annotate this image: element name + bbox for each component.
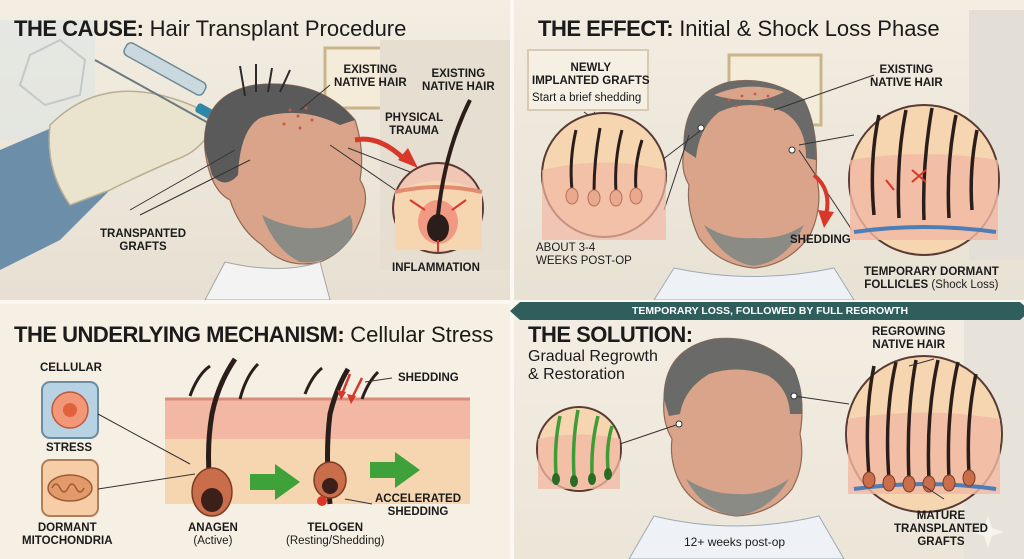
banner-temporary-loss: TEMPORARY LOSS, FOLLOWED BY FULL REGROWT…: [510, 302, 1024, 320]
panel-solution-title: THE SOLUTION:: [528, 322, 693, 348]
label-about-3-4-weeks: ABOUT 3-4 WEEKS POST-OP: [536, 242, 632, 267]
label-anagen: ANAGEN (Active): [188, 522, 238, 547]
panel-solution-subtitle: Gradual Regrowth & Restoration: [528, 348, 658, 383]
label-12-weeks-post-op: 12+ weeks post-op: [684, 535, 786, 549]
title-rest: Cellular Stress: [350, 322, 494, 347]
title-bold: THE UNDERLYING MECHANISM:: [14, 322, 345, 347]
panel-mechanism: THE UNDERLYING MECHANISM: Cellular Stres…: [0, 304, 510, 559]
title-bold: THE SOLUTION:: [528, 322, 693, 347]
label-existing-native-hair: EXISTING NATIVE HAIR: [334, 64, 407, 89]
label-inflammation: INFLAMMATION: [392, 262, 480, 274]
panel-mechanism-background: [41, 357, 470, 517]
label-mature-transplanted-grafts: MATURE TRANSPLANTED GRAFTS: [894, 510, 988, 548]
label-existing-native-hair-2: EXISTING NATIVE HAIR: [422, 68, 495, 93]
title-bold: THE EFFECT:: [538, 16, 674, 41]
label-newly-implanted-grafts: NEWLY IMPLANTED GRAFTS: [532, 62, 650, 87]
panel-effect-background: [527, 10, 1024, 300]
label-cellular: CELLULAR: [40, 362, 102, 374]
label-transplanted-grafts: TRANSPANTED GRAFTS: [100, 228, 187, 253]
label-regrowing-native-hair: REGROWING NATIVE HAIR: [872, 326, 946, 351]
panel-effect-title: THE EFFECT: Initial & Shock Loss Phase: [538, 16, 940, 42]
panel-solution-background: [536, 304, 1024, 559]
title-rest: Initial & Shock Loss Phase: [679, 16, 940, 41]
label-start-brief-shedding: Start a brief shedding: [532, 92, 642, 104]
label-existing-native-hair: EXISTING NATIVE HAIR: [870, 64, 943, 89]
label-shedding: SHEDDING: [790, 234, 851, 246]
label-shedding: SHEDDING: [398, 372, 459, 384]
label-stress: STRESS: [46, 442, 93, 454]
label-physical-trauma: PHYSICAL TRAUMA: [385, 112, 444, 137]
panel-cause-title: THE CAUSE: Hair Transplant Procedure: [14, 16, 406, 42]
panel-cause: THE CAUSE: Hair Transplant Procedure EXI…: [0, 0, 510, 300]
panel-mechanism-title: THE UNDERLYING MECHANISM: Cellular Stres…: [14, 322, 493, 348]
label-telogen: TELOGEN (Resting/Shedding): [286, 522, 385, 547]
panel-effect: THE EFFECT: Initial & Shock Loss Phase N…: [514, 0, 1024, 300]
title-bold: THE CAUSE:: [14, 16, 144, 41]
title-rest: Hair Transplant Procedure: [149, 16, 407, 41]
label-temporary-dormant-follicles: TEMPORARY DORMANT FOLLICLES (Shock Loss): [864, 266, 999, 291]
panel-cause-background: [0, 20, 510, 300]
label-dormant-mitochondria: DORMANT MITOCHONDRIA: [22, 522, 113, 547]
label-accelerated-shedding: ACCELERATED SHEDDING: [375, 493, 462, 518]
vertical-divider: [510, 0, 514, 559]
panel-solution: THE SOLUTION: Gradual Regrowth & Restora…: [514, 304, 1024, 559]
